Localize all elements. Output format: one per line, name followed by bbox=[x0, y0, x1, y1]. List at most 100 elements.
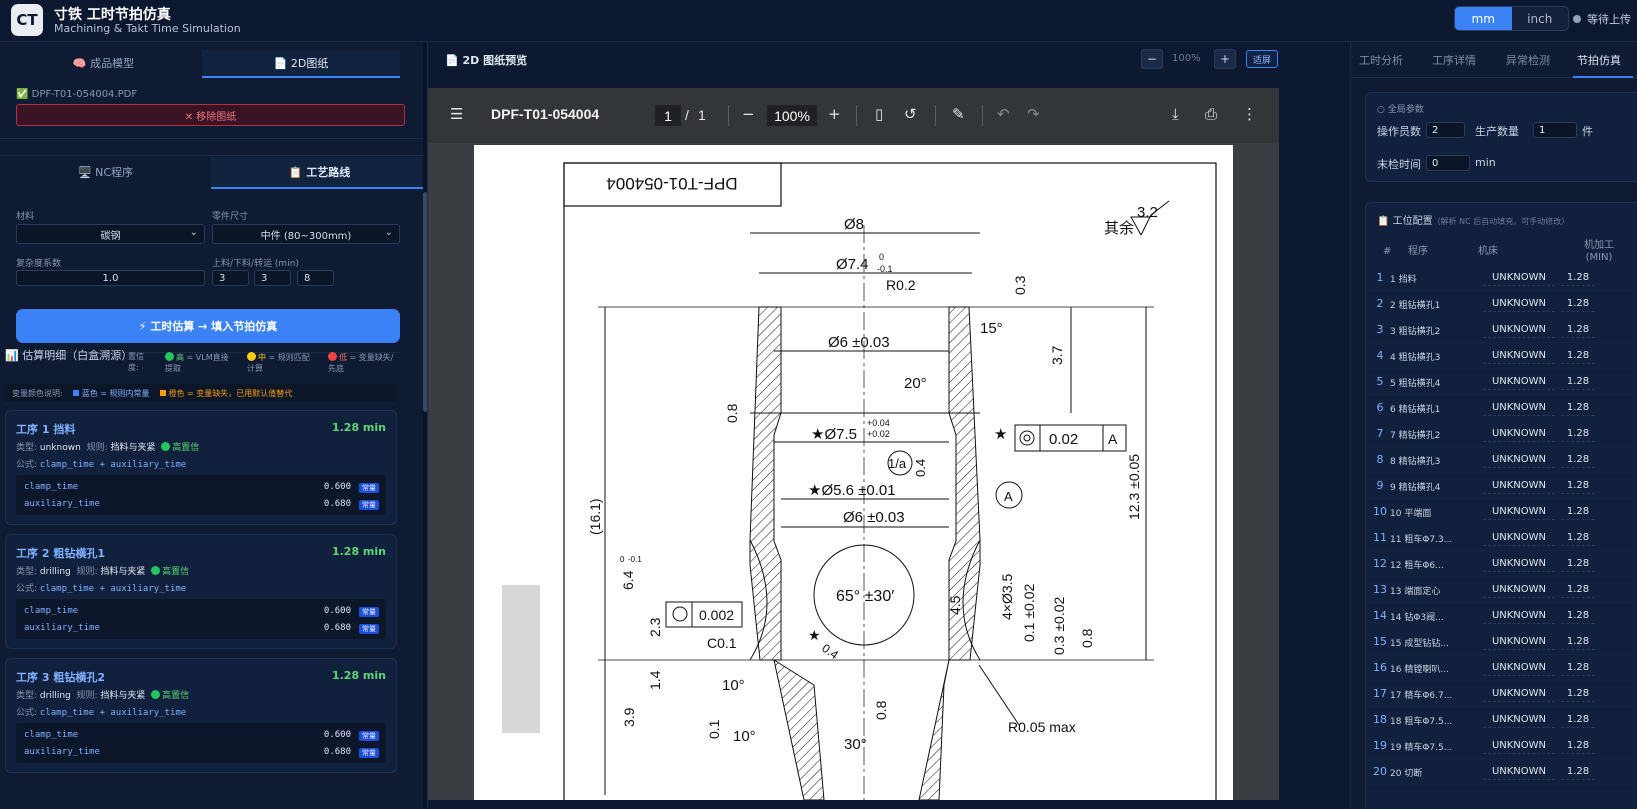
page-number-input[interactable]: 1 bbox=[655, 105, 681, 126]
station-time-input[interactable]: 1.28 bbox=[1561, 374, 1595, 390]
download-icon[interactable]: ⤓ bbox=[1172, 105, 1179, 123]
station-machine-input[interactable]: UNKNOWN bbox=[1483, 660, 1555, 676]
station-machine-input[interactable]: UNKNOWN bbox=[1483, 712, 1555, 728]
complexity-input[interactable]: 1.0 bbox=[16, 270, 205, 286]
annotate-icon[interactable]: ✎ bbox=[952, 105, 965, 123]
tab-process-route[interactable]: 📋 工艺路线 bbox=[211, 157, 427, 189]
zoom-out-button[interactable]: − bbox=[1141, 49, 1163, 69]
operators-input[interactable]: 2 bbox=[1426, 122, 1465, 138]
size-select[interactable]: 中件 (80~300mm)⌄ bbox=[212, 224, 400, 244]
inspection-input[interactable]: 0 bbox=[1426, 155, 1470, 171]
station-time-input[interactable]: 1.28 bbox=[1561, 764, 1595, 780]
station-machine-input[interactable]: UNKNOWN bbox=[1483, 400, 1555, 416]
station-machine-input[interactable]: UNKNOWN bbox=[1483, 764, 1555, 780]
station-time-input[interactable]: 1.28 bbox=[1561, 556, 1595, 572]
redo-icon[interactable]: ↷ bbox=[1027, 105, 1040, 123]
remove-drawing-button[interactable]: ✕ 移除图纸 bbox=[16, 104, 405, 126]
station-machine-input[interactable]: UNKNOWN bbox=[1483, 582, 1555, 598]
station-time-input[interactable]: 1.28 bbox=[1561, 738, 1595, 754]
station-time-input[interactable]: 1.28 bbox=[1561, 582, 1595, 598]
station-machine-input[interactable]: UNKNOWN bbox=[1483, 504, 1555, 520]
station-machine-input[interactable]: UNKNOWN bbox=[1483, 478, 1555, 494]
tab-nc-program[interactable]: 🖥️ NC程序 bbox=[0, 157, 211, 189]
load-time-input[interactable]: 3 bbox=[212, 270, 249, 286]
station-time-input[interactable]: 1.28 bbox=[1561, 296, 1595, 312]
tab-time-analysis[interactable]: 工时分析 bbox=[1359, 54, 1403, 67]
station-time-input[interactable]: 1.28 bbox=[1561, 478, 1595, 494]
quantity-input[interactable]: 1 bbox=[1533, 122, 1577, 138]
unload-time-input[interactable]: 3 bbox=[254, 270, 291, 286]
station-machine-input[interactable]: UNKNOWN bbox=[1483, 374, 1555, 390]
tab-process-detail[interactable]: 工序详情 bbox=[1432, 54, 1476, 67]
station-time-input[interactable]: 1.28 bbox=[1561, 634, 1595, 650]
fit-page-icon[interactable]: ▯ bbox=[875, 105, 884, 123]
left-scrollbar-track[interactable] bbox=[423, 42, 427, 809]
undo-icon[interactable]: ↶ bbox=[997, 105, 1010, 123]
station-machine-input[interactable]: UNKNOWN bbox=[1483, 738, 1555, 754]
station-machine-input[interactable]: UNKNOWN bbox=[1483, 452, 1555, 468]
zoom-out-icon[interactable]: − bbox=[742, 105, 755, 123]
menu-icon[interactable]: ☰ bbox=[450, 105, 464, 123]
tab-anomaly[interactable]: 异常检测 bbox=[1506, 54, 1550, 67]
station-machine-input[interactable]: UNKNOWN bbox=[1483, 686, 1555, 702]
station-time-input[interactable]: 1.28 bbox=[1561, 660, 1595, 676]
station-time-input[interactable]: 1.28 bbox=[1561, 686, 1595, 702]
station-time-input[interactable]: 1.28 bbox=[1561, 400, 1595, 416]
viewer-zoom-input[interactable]: 100% bbox=[767, 105, 817, 126]
station-time-input[interactable]: 1.28 bbox=[1561, 530, 1595, 546]
zoom-in-icon[interactable]: + bbox=[828, 105, 841, 123]
station-machine-input[interactable]: UNKNOWN bbox=[1483, 296, 1555, 312]
station-machine-input[interactable]: UNKNOWN bbox=[1483, 348, 1555, 364]
station-time-input[interactable]: 1.28 bbox=[1561, 504, 1595, 520]
tab-drawing[interactable]: 📄 2D图纸 bbox=[202, 50, 400, 78]
station-time-input[interactable]: 1.28 bbox=[1561, 608, 1595, 624]
station-time-input[interactable]: 1.28 bbox=[1561, 712, 1595, 728]
station-machine-input[interactable]: UNKNOWN bbox=[1483, 322, 1555, 338]
station-machine-input[interactable]: UNKNOWN bbox=[1483, 426, 1555, 442]
fit-screen-button[interactable]: 适屏 bbox=[1246, 50, 1278, 68]
print-icon[interactable]: ⎙ bbox=[1205, 105, 1218, 123]
rotate-icon[interactable]: ↺ bbox=[904, 105, 917, 123]
station-time-input[interactable]: 1.28 bbox=[1561, 426, 1595, 442]
material-select[interactable]: 碳钢⌄ bbox=[16, 224, 205, 244]
unit-inch-button[interactable]: inch bbox=[1527, 11, 1553, 26]
station-time-input[interactable]: 1.28 bbox=[1561, 322, 1595, 338]
unit-mm-button[interactable]: mm bbox=[1455, 7, 1512, 30]
station-machine-input[interactable]: UNKNOWN bbox=[1483, 270, 1555, 286]
tab-model[interactable]: 🧠 成品模型 bbox=[5, 50, 202, 78]
tab-takt-simulation[interactable]: 节拍仿真 bbox=[1577, 54, 1621, 67]
station-time-input[interactable]: 1.28 bbox=[1561, 348, 1595, 364]
estimate-button[interactable]: ⚡ 工时估算 → 填入节拍仿真 bbox=[16, 309, 400, 343]
station-time-input[interactable]: 1.28 bbox=[1561, 452, 1595, 468]
station-machine-input[interactable]: UNKNOWN bbox=[1483, 634, 1555, 650]
station-machine-input[interactable]: UNKNOWN bbox=[1483, 608, 1555, 624]
station-time-input[interactable]: 1.28 bbox=[1561, 270, 1595, 286]
zoom-in-button[interactable]: + bbox=[1214, 49, 1236, 69]
station-machine-input[interactable]: UNKNOWN bbox=[1483, 530, 1555, 546]
more-vert-icon[interactable]: ⋮ bbox=[1242, 105, 1257, 123]
transfer-time-input[interactable]: 8 bbox=[297, 270, 334, 286]
left-scrollbar-thumb[interactable] bbox=[423, 192, 427, 412]
